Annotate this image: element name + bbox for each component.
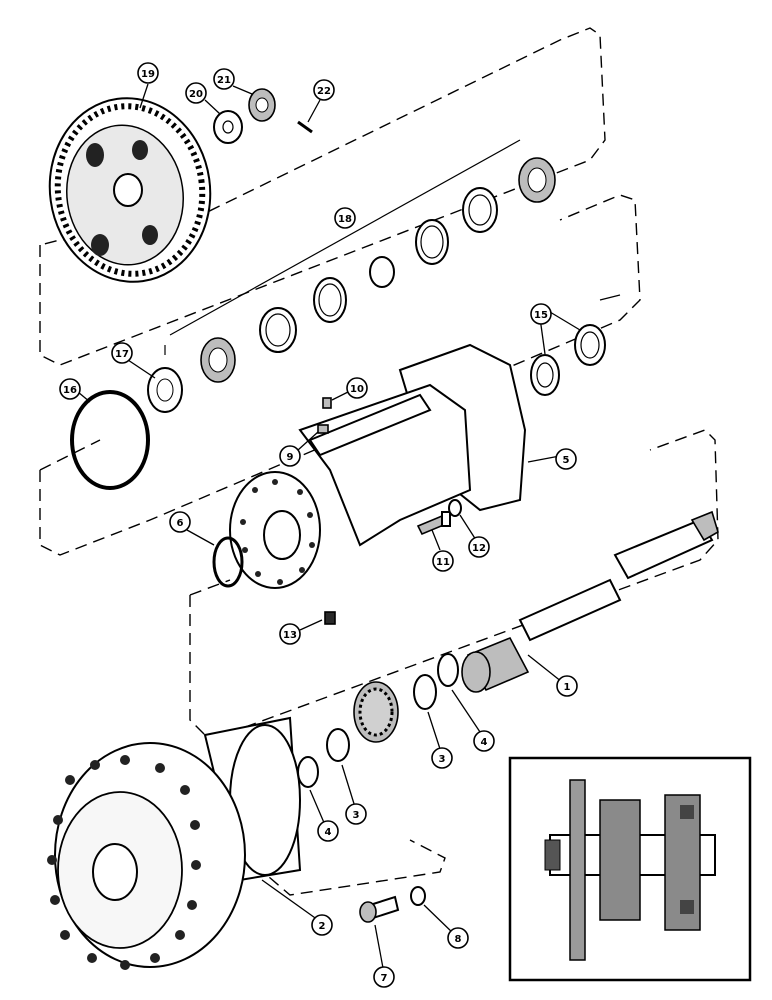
- callout-2: 2: [311, 914, 333, 936]
- callout-5: 5: [555, 448, 577, 470]
- callout-13: 13: [279, 623, 301, 645]
- callout-10-label: 10: [350, 384, 364, 395]
- callout-4-right-label: 4: [481, 737, 488, 748]
- cotter-pin-part-22: [297, 120, 313, 134]
- inset-cross-section: [508, 756, 752, 982]
- callout-11-label: 11: [436, 557, 450, 568]
- spur-gear-small: [353, 681, 399, 743]
- castle-nut-part-21: [248, 88, 276, 122]
- callout-8: 8: [447, 927, 469, 949]
- seal-part-17: [147, 367, 183, 413]
- callout-7: 7: [373, 966, 395, 988]
- callout-9-label: 9: [287, 452, 294, 463]
- dashed-outline-housing-group: [39, 194, 641, 556]
- callout-1-label: 1: [564, 682, 571, 693]
- callout-15: 15: [530, 303, 552, 325]
- dashed-outline-top-group: [39, 27, 606, 366]
- bearing-cups-part-15: [530, 324, 606, 396]
- callout-3-right: 3: [431, 747, 453, 769]
- callout-3-left-label: 3: [353, 810, 360, 821]
- dashed-group-outlines: [39, 27, 719, 896]
- callouts: 19 20 21 22 18 17 16 15 10 9 5 6 11 12 1…: [59, 62, 578, 988]
- dashed-outline-shaft-group: [189, 429, 719, 741]
- dashed-outline-bolt-group: [254, 839, 446, 896]
- callout-17-label: 17: [115, 349, 129, 360]
- callout-12: 12: [468, 536, 490, 558]
- callout-21: 21: [213, 68, 235, 90]
- hub-part-2: [47, 716, 302, 970]
- callout-17: 17: [111, 342, 133, 364]
- callout-2-label: 2: [319, 921, 326, 932]
- washer-part-20: [213, 110, 243, 144]
- axle-housing-part-5: [229, 343, 527, 589]
- callout-20-label: 20: [189, 89, 203, 100]
- washer-part-12: [448, 499, 462, 517]
- callout-3-right-label: 3: [439, 754, 446, 765]
- bolt-part-7: [359, 895, 400, 923]
- callout-19: 19: [137, 62, 159, 84]
- callout-3-left: 3: [345, 803, 367, 825]
- callout-1: 1: [556, 675, 578, 697]
- callout-20: 20: [185, 82, 207, 104]
- callout-15-label: 15: [534, 310, 548, 321]
- callout-11: 11: [432, 550, 454, 572]
- axle-shaft-part-1: [461, 510, 719, 693]
- o-ring-part-6: [212, 536, 244, 588]
- leader-lines: [77, 83, 621, 969]
- callout-4-right: 4: [473, 730, 495, 752]
- callout-18-label: 18: [338, 214, 352, 225]
- callout-9: 9: [279, 445, 301, 467]
- o-ring-part-16: [70, 390, 150, 490]
- gear-part-19: [48, 97, 212, 283]
- callout-19-label: 19: [141, 69, 155, 80]
- callout-18: 18: [334, 207, 356, 229]
- callout-6-label: 6: [177, 518, 184, 529]
- spacer-rings-lower: [297, 653, 459, 788]
- rings-top-row: [200, 187, 498, 383]
- callout-6: 6: [169, 511, 191, 533]
- callout-22-label: 22: [317, 86, 331, 97]
- callout-16-label: 16: [63, 385, 77, 396]
- bearing-cone-top: [518, 157, 556, 203]
- callout-8-label: 8: [455, 934, 462, 945]
- callout-21-label: 21: [217, 75, 231, 86]
- callout-12-label: 12: [472, 543, 486, 554]
- callout-10: 10: [346, 377, 368, 399]
- callout-5-label: 5: [563, 455, 570, 466]
- callout-22: 22: [313, 79, 335, 101]
- callout-16: 16: [59, 378, 81, 400]
- plug-part-13: [324, 611, 336, 625]
- bolt-part-11: [416, 511, 451, 536]
- callout-4-left: 4: [317, 820, 339, 842]
- washer-part-8: [410, 886, 426, 906]
- callout-4-left-label: 4: [325, 827, 332, 838]
- callout-7-label: 7: [381, 973, 388, 984]
- callout-13-label: 13: [283, 630, 297, 641]
